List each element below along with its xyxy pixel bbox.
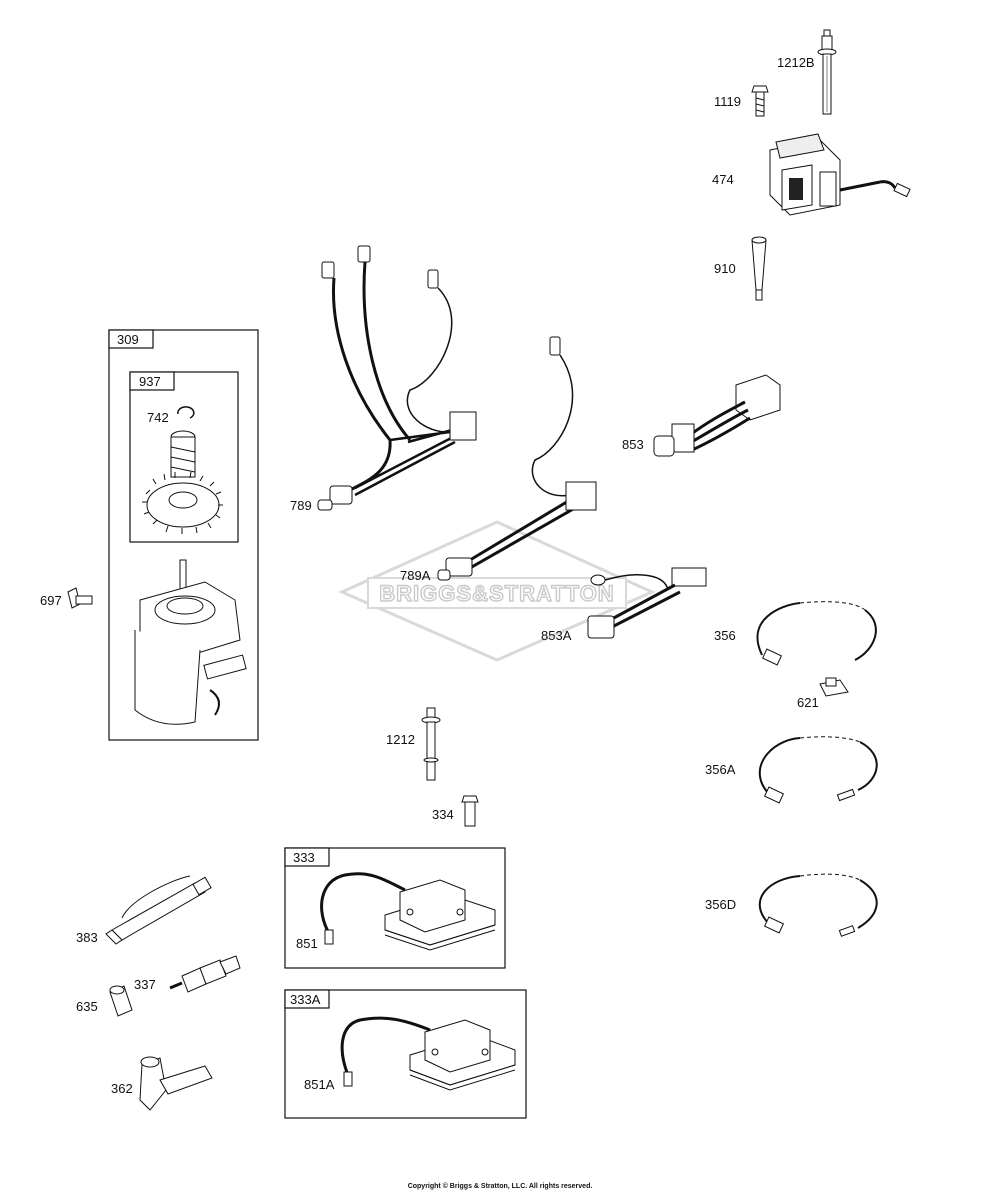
part-337-spark-plug[interactable]: 337: [134, 955, 241, 993]
label-333A: 333A: [290, 992, 321, 1007]
part-356D-wire[interactable]: 356D: [705, 873, 878, 937]
label-853: 853: [622, 437, 644, 452]
box-333A-ignition[interactable]: 333A 851A: [284, 989, 527, 1119]
drive-gear: [142, 430, 223, 534]
label-697: 697: [40, 593, 62, 608]
part-789-harness[interactable]: 789: [290, 245, 477, 513]
label-309: 309: [117, 332, 139, 347]
watermark-text: BRIGGS&STRATTON: [379, 581, 614, 606]
part-1212B[interactable]: 1212B: [777, 29, 837, 115]
part-1212[interactable]: 1212: [386, 707, 441, 781]
label-851A: 851A: [304, 1077, 335, 1092]
label-910: 910: [714, 261, 736, 276]
part-635[interactable]: 635: [76, 985, 133, 1017]
part-910[interactable]: 910: [714, 236, 767, 301]
label-851: 851: [296, 936, 318, 951]
box-937-drive-kit[interactable]: 937 742: [129, 371, 239, 543]
part-853-harness[interactable]: 853: [622, 374, 781, 457]
label-742: 742: [147, 410, 169, 425]
label-383: 383: [76, 930, 98, 945]
label-1119: 1119: [714, 94, 741, 109]
part-1119[interactable]: 1119: [714, 85, 769, 117]
part-334[interactable]: 334: [432, 795, 479, 827]
label-1212B: 1212B: [777, 55, 815, 70]
part-853A-harness[interactable]: 853A: [541, 567, 707, 643]
part-621[interactable]: 621: [797, 677, 849, 710]
part-362-boot[interactable]: 362: [111, 1056, 213, 1111]
label-937: 937: [139, 374, 161, 389]
label-635: 635: [76, 999, 98, 1014]
label-333: 333: [293, 850, 315, 865]
label-789A: 789A: [400, 568, 431, 583]
label-621: 621: [797, 695, 819, 710]
part-356-wire[interactable]: 356: [714, 601, 877, 666]
box-333-ignition[interactable]: 333 851: [284, 847, 506, 969]
part-383-tool[interactable]: 383: [76, 875, 212, 945]
part-789A-harness[interactable]: 789A: [400, 336, 597, 583]
part-474-armature[interactable]: 474: [712, 133, 911, 216]
label-1212: 1212: [386, 732, 415, 747]
part-356A-wire[interactable]: 356A: [705, 736, 878, 804]
copyright-notice: Copyright © Briggs & Stratton, LLC. All …: [407, 1183, 593, 1190]
label-356A: 356A: [705, 762, 736, 777]
watermark-logo: BRIGGS&STRATTON: [338, 520, 656, 662]
label-853A: 853A: [541, 628, 572, 643]
label-356D: 356D: [705, 897, 736, 912]
label-334: 334: [432, 807, 454, 822]
part-697[interactable]: 697: [40, 587, 93, 609]
label-362: 362: [111, 1081, 133, 1096]
label-789: 789: [290, 498, 312, 513]
label-337: 337: [134, 977, 156, 992]
clip-part: [177, 406, 195, 419]
label-356: 356: [714, 628, 736, 643]
box-309-starter[interactable]: 309 937 742: [108, 329, 259, 741]
label-474: 474: [712, 172, 734, 187]
starter-motor: [134, 559, 247, 725]
